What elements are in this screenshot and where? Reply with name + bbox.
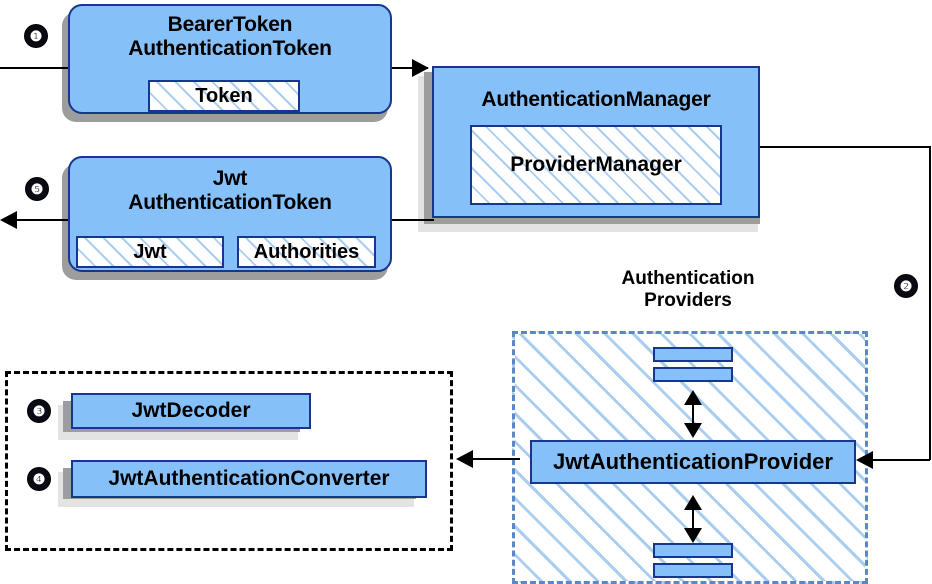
connector-down-to-provider — [872, 459, 930, 461]
provider-placeholder-bar-top-1 — [653, 347, 733, 362]
inner-box-authorities: Authorities — [237, 236, 376, 268]
authentication-manager-title: AuthenticationManager — [481, 88, 711, 111]
connector-bearer-to-manager — [390, 67, 428, 69]
providers-title-line2: Providers — [644, 290, 732, 312]
step-marker-5: ❺ — [26, 178, 48, 200]
arrowhead-providers-up-bottom — [684, 495, 702, 510]
node-jwt-authentication-converter[interactable]: JwtAuthenticationConverter — [71, 460, 427, 498]
jwt-token-title-line2: AuthenticationToken — [128, 190, 332, 214]
bearer-token-title-line2: AuthenticationToken — [128, 36, 332, 60]
connector-providers-vertical-bottom — [692, 501, 694, 534]
step-marker-1: ❶ — [25, 25, 47, 47]
connector-provider-to-helpers — [472, 458, 520, 460]
jwt-helpers-container — [5, 371, 453, 551]
step-marker-2: ❷ — [895, 275, 917, 297]
node-jwt-authentication-provider[interactable]: JwtAuthenticationProvider — [530, 440, 856, 484]
arrowhead-to-manager — [412, 59, 429, 77]
providers-group-title: Authentication Providers — [512, 268, 864, 313]
arrowhead-response-out — [0, 211, 17, 229]
arrowhead-providers-down-bottom — [684, 528, 702, 543]
connector-manager-right — [758, 146, 930, 148]
step-marker-3: ❸ — [28, 400, 50, 422]
provider-placeholder-bar-bottom-2 — [653, 563, 733, 578]
inner-box-provider-manager: ProviderManager — [470, 125, 722, 205]
bearer-token-title-line1: BearerToken — [167, 13, 293, 36]
arrowhead-to-provider — [856, 451, 873, 469]
providers-title-line1: Authentication — [621, 268, 755, 289]
jwt-token-title: Jwt AuthenticationToken — [70, 167, 390, 214]
inner-box-token: Token — [148, 80, 300, 112]
arrowhead-providers-up-top — [684, 390, 702, 405]
step-marker-4: ❹ — [28, 468, 50, 490]
provider-placeholder-bar-bottom-1 — [653, 543, 733, 558]
jwt-token-title-line1: Jwt — [212, 167, 248, 190]
connector-response-out — [14, 219, 72, 221]
connector-request-in — [0, 67, 72, 69]
connector-manager-to-jwt-token — [388, 219, 434, 221]
arrowhead-providers-down-top — [684, 423, 702, 438]
inner-box-jwt: Jwt — [76, 236, 224, 268]
arrowhead-to-helpers — [456, 450, 473, 468]
bearer-token-title: BearerToken AuthenticationToken — [70, 13, 390, 60]
node-jwt-decoder[interactable]: JwtDecoder — [71, 393, 311, 429]
connector-manager-down — [929, 146, 931, 460]
connector-providers-vertical-top — [692, 396, 694, 429]
provider-placeholder-bar-top-2 — [653, 367, 733, 382]
